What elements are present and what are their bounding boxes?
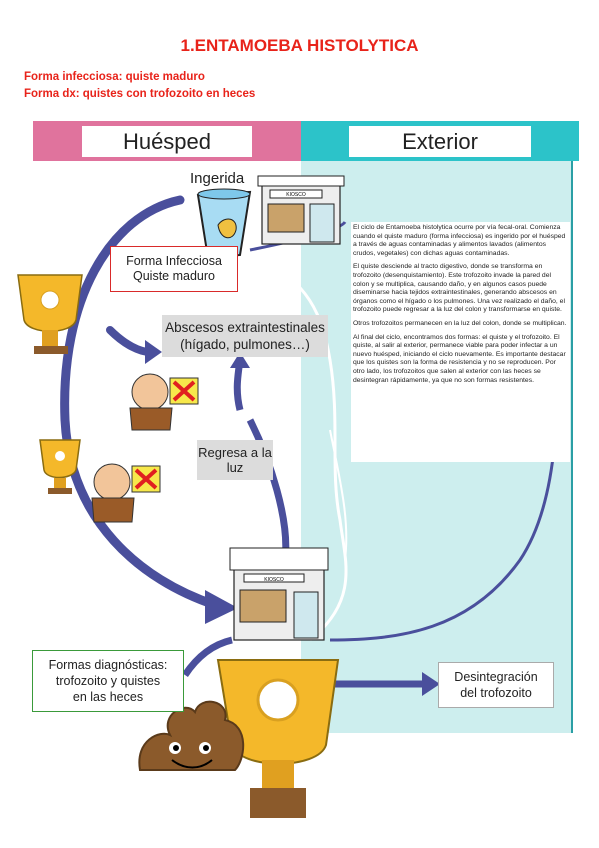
person-with-x-icon-2 bbox=[91, 463, 161, 523]
diagnostic-line3: en las heces bbox=[72, 690, 144, 704]
body-silhouette bbox=[249, 248, 348, 642]
person-with-x-icon-1 bbox=[129, 373, 199, 431]
abscess-line1: Abscesos extraintestinales bbox=[165, 320, 325, 335]
description-paragraph-3: Otros trofozoitos permanecen en la luz d… bbox=[353, 319, 567, 327]
infectious-form-subtitle: Forma infecciosa: quiste maduro bbox=[24, 71, 205, 83]
diagnostic-line2: trofozoito y quistes bbox=[55, 674, 161, 688]
diagnostic-form-subtitle: Forma dx: quistes con trofozoito en hece… bbox=[24, 88, 256, 100]
description-paragraph-4: Al final del ciclo, encontramos dos form… bbox=[353, 333, 566, 384]
ingested-label: Ingerida bbox=[190, 170, 245, 187]
diagnostic-forms-box: Formas diagnósticas: trofozoito y quistes… bbox=[32, 650, 184, 712]
abscess-box: Abscesos extraintestinales (hígado, pulmo… bbox=[162, 315, 328, 357]
infectious-form-line1: Forma Infecciosa bbox=[126, 254, 222, 268]
returns-line1: Regresa a la bbox=[198, 445, 272, 460]
body-outline-inner bbox=[329, 429, 348, 561]
page-title: 1.ENTAMOEBA HISTOLYTICA bbox=[180, 36, 419, 55]
arrow-to-diagnostic bbox=[182, 636, 233, 677]
disintegration-box: Desintegración del trofozoito bbox=[438, 662, 554, 708]
kiosk-label-top: KIOSCO bbox=[286, 192, 306, 198]
kiosk-icon-top: KIOSCO bbox=[257, 175, 345, 245]
arrowhead-colon bbox=[205, 590, 238, 624]
arrowhead-return-up bbox=[230, 352, 250, 368]
description-paragraph-2: El quiste desciende al tracto digestivo,… bbox=[353, 263, 565, 314]
trophy-icon-large bbox=[17, 274, 83, 354]
arrowhead-disintegration bbox=[422, 672, 440, 696]
trophy-icon-bottom bbox=[216, 659, 340, 818]
infectious-form-line2: Quiste maduro bbox=[133, 269, 215, 283]
disintegration-line2: del trofozoito bbox=[460, 686, 532, 700]
arrow-ingested-to-colon bbox=[60, 195, 220, 610]
kiosk-label-colon: KIOSCO bbox=[264, 577, 284, 583]
disintegration-line1: Desintegración bbox=[454, 670, 538, 684]
poop-icon bbox=[138, 700, 245, 771]
water-glass-icon bbox=[196, 188, 252, 260]
cycle-description: El ciclo de Entamoeba histolytica ocurre… bbox=[351, 222, 570, 462]
exterior-label: Exterior bbox=[349, 126, 531, 157]
host-label: Huésped bbox=[82, 126, 252, 157]
returns-line2: luz bbox=[226, 460, 244, 475]
diagnostic-line1: Formas diagnósticas: bbox=[48, 658, 168, 672]
arrowhead-abscess bbox=[145, 340, 162, 364]
arrow-to-abscess bbox=[106, 326, 154, 356]
description-paragraph-1: El ciclo de Entamoeba histolytica ocurre… bbox=[353, 224, 566, 257]
abscess-line2: (hígado, pulmones…) bbox=[180, 337, 310, 352]
trophy-icon-small bbox=[39, 439, 81, 494]
kiosk-icon-colon: KIOSCO bbox=[229, 547, 329, 641]
arrow-lumen-down bbox=[246, 418, 290, 561]
